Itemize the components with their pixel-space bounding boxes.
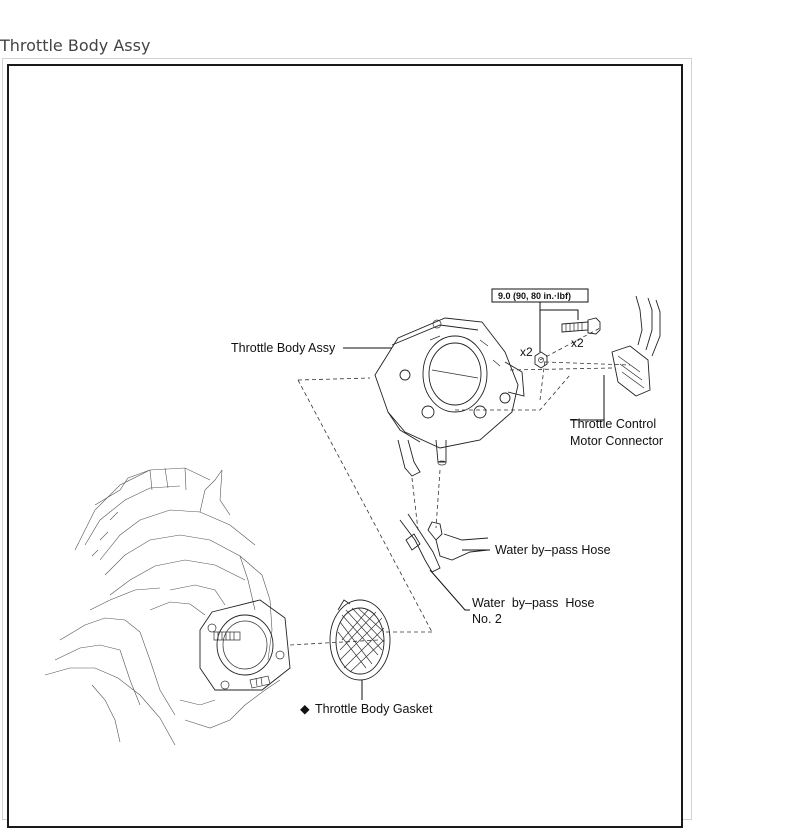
motor-connector-drawing [611,295,661,397]
torque-spec: 9.0 (90, 80 in.·lbf) [498,291,571,301]
nut-drawing [534,351,548,369]
throttle-body-drawing [374,317,525,477]
alignment-dash-lines [289,327,631,646]
bolt-drawing [561,317,601,335]
label-throttle-body-assy: Throttle Body Assy [231,341,336,355]
gasket-replace-marker-icon: ◆ [300,702,310,716]
label-bolt-qty: x2 [571,336,584,350]
label-water-bypass-hose: Water by–pass Hose [495,543,611,557]
label-throttle-body-gasket: Throttle Body Gasket [315,702,433,716]
page-caption: Throttle Body Assy [0,36,151,55]
label-connector-line2: Motor Connector [570,434,663,448]
throttle-body-gasket-drawing [329,599,391,681]
intake-manifold-drawing [44,467,291,746]
figure-frame [7,64,683,828]
throttle-body-diagram: 9.0 (90, 80 in.·lbf) Throttle Body Assy … [44,288,663,746]
label-water-bypass-hose-2-line2: No. 2 [472,612,502,626]
label-nut-qty: x2 [520,345,533,359]
label-connector-line1: Throttle Control [570,417,656,431]
label-water-bypass-hose-2-line1: Water by–pass Hose [472,596,595,610]
leader-lines [343,302,605,700]
torque-spec-box [491,288,589,303]
water-bypass-hose-drawing [399,513,489,573]
